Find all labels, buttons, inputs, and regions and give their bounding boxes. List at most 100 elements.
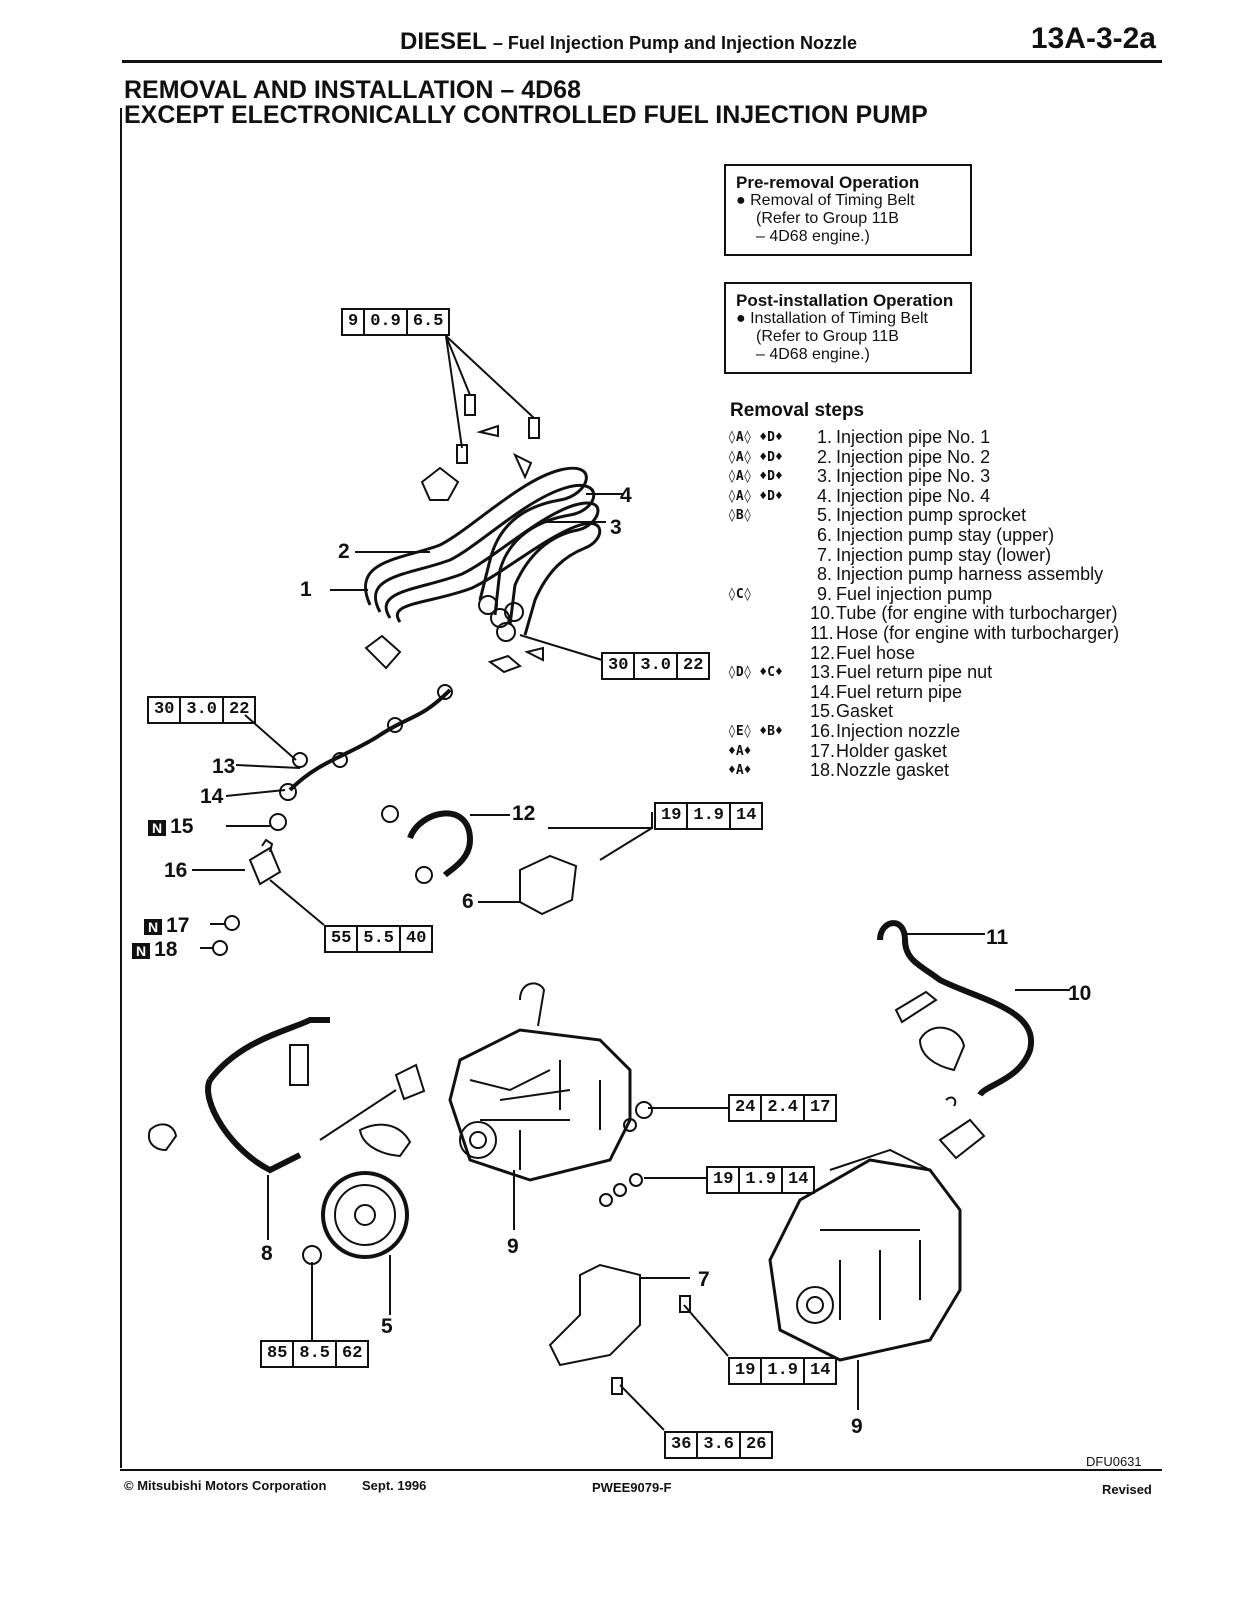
- step-text: Injection pipe No. 1: [836, 427, 991, 447]
- new-part-badge: N: [132, 943, 151, 959]
- callout-8: 8: [261, 1242, 273, 1265]
- step-service-marks: ◊A◊ ♦D♦: [728, 488, 783, 504]
- callout-18-num: 18: [154, 938, 178, 961]
- step-text: Injection pump stay (upper): [836, 524, 1055, 545]
- torque-nm: 55: [331, 929, 352, 948]
- left-margin-rule: [120, 108, 122, 1468]
- step-service-marks: ◊A◊ ♦D♦: [728, 430, 783, 445]
- torque-nm: 30: [154, 700, 175, 719]
- step-service-marks: ◊B◊: [728, 508, 752, 524]
- step-number: 15.: [810, 701, 836, 722]
- step-number: 13.: [810, 662, 836, 683]
- removal-step: ◊E◊ ♦B♦16.Injection nozzle: [728, 720, 1119, 742]
- step-number: 1.: [816, 427, 832, 447]
- removal-step: ♦A♦17.Holder gasket: [728, 741, 1119, 762]
- torque-ftlbf: 14: [781, 1168, 813, 1192]
- torque-kgfm: 5.5: [356, 927, 399, 951]
- section-title-line1: REMOVAL AND INSTALLATION – 4D68: [124, 76, 581, 104]
- pre-removal-item: ● Removal of Timing Belt: [736, 192, 915, 209]
- removal-step: 10.Tube (for engine with turbocharger): [728, 604, 1119, 624]
- step-text: Injection pipe No. 4: [836, 485, 991, 506]
- header-rule: [122, 60, 1162, 63]
- step-service-marks: ◊C◊: [728, 586, 752, 602]
- step-text: Injection pipe No. 2: [836, 446, 991, 467]
- callout-5: 5: [381, 1315, 393, 1338]
- footer-rule: [120, 1469, 1162, 1471]
- torque-ftlbf: 22: [222, 698, 254, 722]
- torque-kgfm: 8.5: [292, 1342, 335, 1366]
- callout-12: 12: [512, 802, 536, 825]
- step-service-marks: ◊A◊ ♦D♦: [728, 449, 783, 465]
- step-text: Fuel return pipe nut: [836, 662, 993, 683]
- pre-removal-title: Pre-removal Operation: [736, 173, 920, 192]
- step-text: Injection pump sprocket: [836, 505, 1027, 526]
- callout-2: 2: [338, 540, 350, 563]
- figure-code: DFU0631: [1086, 1454, 1142, 1469]
- footer-status: Revised: [1102, 1482, 1152, 1497]
- step-text: Nozzle gasket: [836, 760, 950, 781]
- removal-step: 11.Hose (for engine with turbocharger): [728, 622, 1119, 644]
- torque-nm: 19: [661, 806, 682, 825]
- section-title: REMOVAL AND INSTALLATION – 4D68 EXCEPT E…: [124, 78, 928, 128]
- step-number: 3.: [816, 466, 832, 487]
- step-number: 11.: [810, 622, 834, 643]
- removal-step: ◊B◊ 5.Injection pump sprocket: [728, 506, 1119, 526]
- callout-17-num: 17: [166, 914, 190, 937]
- removal-step: 15.Gasket: [728, 702, 1119, 722]
- step-number: 18.: [810, 760, 836, 781]
- pre-removal-box: Pre-removal Operation ● Removal of Timin…: [724, 164, 972, 256]
- step-text: Fuel injection pump: [836, 583, 993, 604]
- removal-steps-list: ◊A◊ ♦D♦1.Injection pipe No. 1◊A◊ ♦D♦2.In…: [728, 427, 1119, 781]
- removal-step: ◊A◊ ♦D♦ 1.Injection pipe No. 1: [728, 427, 1119, 448]
- footer-copyright: © Mitsubishi Motors Corporation: [124, 1478, 327, 1493]
- torque-nm: 36: [671, 1435, 692, 1454]
- torque-kgfm: 2.4: [760, 1096, 803, 1120]
- removal-step: 7.Injection pump stay (lower): [728, 544, 1119, 566]
- new-part-badge: N: [148, 820, 167, 836]
- torque-nm: 85: [267, 1344, 288, 1363]
- step-number: 5.: [816, 505, 832, 526]
- torque-ftlbf: 6.5: [405, 310, 449, 334]
- removal-step: ◊A◊ ♦D♦ 2.Injection pipe No. 2: [728, 446, 1119, 468]
- header-subtitle: – Fuel Injection Pump and Injection Nozz…: [492, 33, 857, 53]
- step-number: 12.: [810, 642, 836, 663]
- callout-3: 3: [610, 516, 622, 539]
- step-number: 8.: [816, 564, 832, 585]
- callout-15-num: 15: [170, 815, 194, 838]
- torque-kgfm: 3.0: [633, 654, 676, 678]
- step-number: 16.: [810, 720, 836, 741]
- callout-10: 10: [1068, 982, 1092, 1005]
- removal-step: ◊D◊ ♦C♦ 13.Fuel return pipe nut: [728, 663, 1119, 683]
- step-service-marks: ◊D◊ ♦C♦: [728, 665, 783, 681]
- torque-nm: 30: [608, 656, 629, 675]
- callout-11: 11: [986, 926, 1009, 949]
- callout-6: 6: [462, 890, 474, 913]
- removal-step: ◊C◊9.Fuel injection pump: [728, 583, 1119, 605]
- step-text: Gasket: [836, 701, 894, 722]
- torque-ftlbf: 17: [803, 1096, 835, 1120]
- step-number: 14.: [810, 681, 836, 702]
- torque-ftlbf: 26: [739, 1433, 771, 1457]
- footer-date: Sept. 1996: [362, 1478, 427, 1493]
- removal-step: 6.Injection pump stay (upper): [728, 524, 1119, 546]
- step-number: 2.: [816, 446, 832, 467]
- step-text: Injection pump stay (lower): [836, 544, 1052, 565]
- step-number: 7.: [816, 544, 832, 565]
- step-service-marks: ◊E◊ ♦B♦: [728, 723, 783, 739]
- step-text: Fuel return pipe: [836, 681, 963, 702]
- page-header-title: DIESEL – Fuel Injection Pump and Injecti…: [400, 28, 857, 56]
- torque-kgfm: 3.0: [179, 698, 222, 722]
- step-service-marks: ◊A◊ ♦D♦: [728, 469, 783, 485]
- callout-13: 13: [212, 755, 236, 778]
- step-number: 10.: [810, 603, 836, 624]
